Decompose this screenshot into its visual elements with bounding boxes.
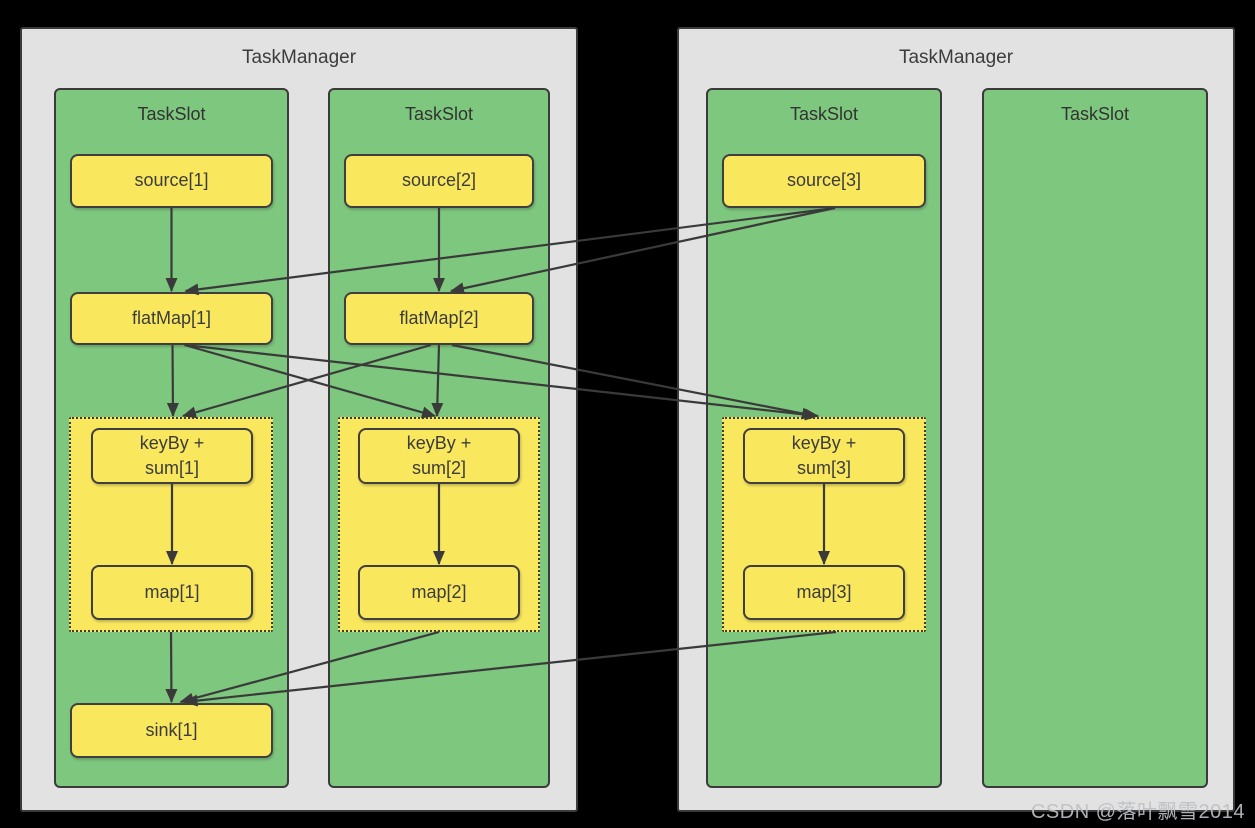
- node-keyby-sum-3-line2: sum[3]: [796, 458, 852, 478]
- node-map-3-label: map[3]: [796, 581, 852, 602]
- node-map-1-label: map[1]: [144, 581, 200, 602]
- node-flatmap-2: flatMap[2]: [344, 292, 534, 345]
- node-keyby-sum-3: keyBy + sum[3]: [743, 428, 905, 484]
- node-flatmap-2-label: flatMap[2]: [399, 307, 479, 328]
- task-slot-4: TaskSlot: [982, 88, 1208, 788]
- node-keyby-sum-1-line2: sum[1]: [144, 458, 200, 478]
- task-manager-1-title: TaskManager: [241, 47, 357, 68]
- node-flatmap-1-label: flatMap[1]: [131, 307, 212, 328]
- node-map-3: map[3]: [743, 565, 905, 620]
- node-keyby-sum-1: keyBy + sum[1]: [91, 428, 253, 484]
- node-keyby-sum-2-line1: keyBy +: [406, 432, 472, 453]
- node-keyby-sum-2-line2: sum[2]: [411, 458, 467, 478]
- node-flatmap-1: flatMap[1]: [70, 292, 273, 345]
- task-slot-4-title: TaskSlot: [1060, 104, 1130, 124]
- node-keyby-sum-1-line1: keyBy +: [139, 432, 205, 453]
- task-slot-3-title: TaskSlot: [789, 104, 859, 124]
- node-source-1: source[1]: [70, 154, 273, 208]
- node-source-1-label: source[1]: [134, 170, 209, 191]
- node-source-2-label: source[2]: [401, 170, 477, 191]
- task-manager-2-title: TaskManager: [898, 47, 1014, 68]
- node-source-2: source[2]: [344, 154, 534, 208]
- node-source-3: source[3]: [722, 154, 926, 208]
- node-keyby-sum-2: keyBy + sum[2]: [358, 428, 520, 484]
- node-sink-1-label: sink[1]: [145, 719, 198, 740]
- node-map-2-label: map[2]: [411, 581, 467, 602]
- node-map-1: map[1]: [91, 565, 253, 620]
- node-keyby-sum-3-line1: keyBy +: [791, 432, 857, 453]
- task-slot-1-title: TaskSlot: [137, 104, 206, 124]
- node-source-3-label: source[3]: [786, 170, 862, 191]
- watermark-text: CSDN @落叶飘雪2014: [1030, 801, 1245, 823]
- node-sink-1: sink[1]: [70, 703, 273, 758]
- node-map-2: map[2]: [358, 565, 520, 620]
- task-slot-2-title: TaskSlot: [404, 104, 474, 124]
